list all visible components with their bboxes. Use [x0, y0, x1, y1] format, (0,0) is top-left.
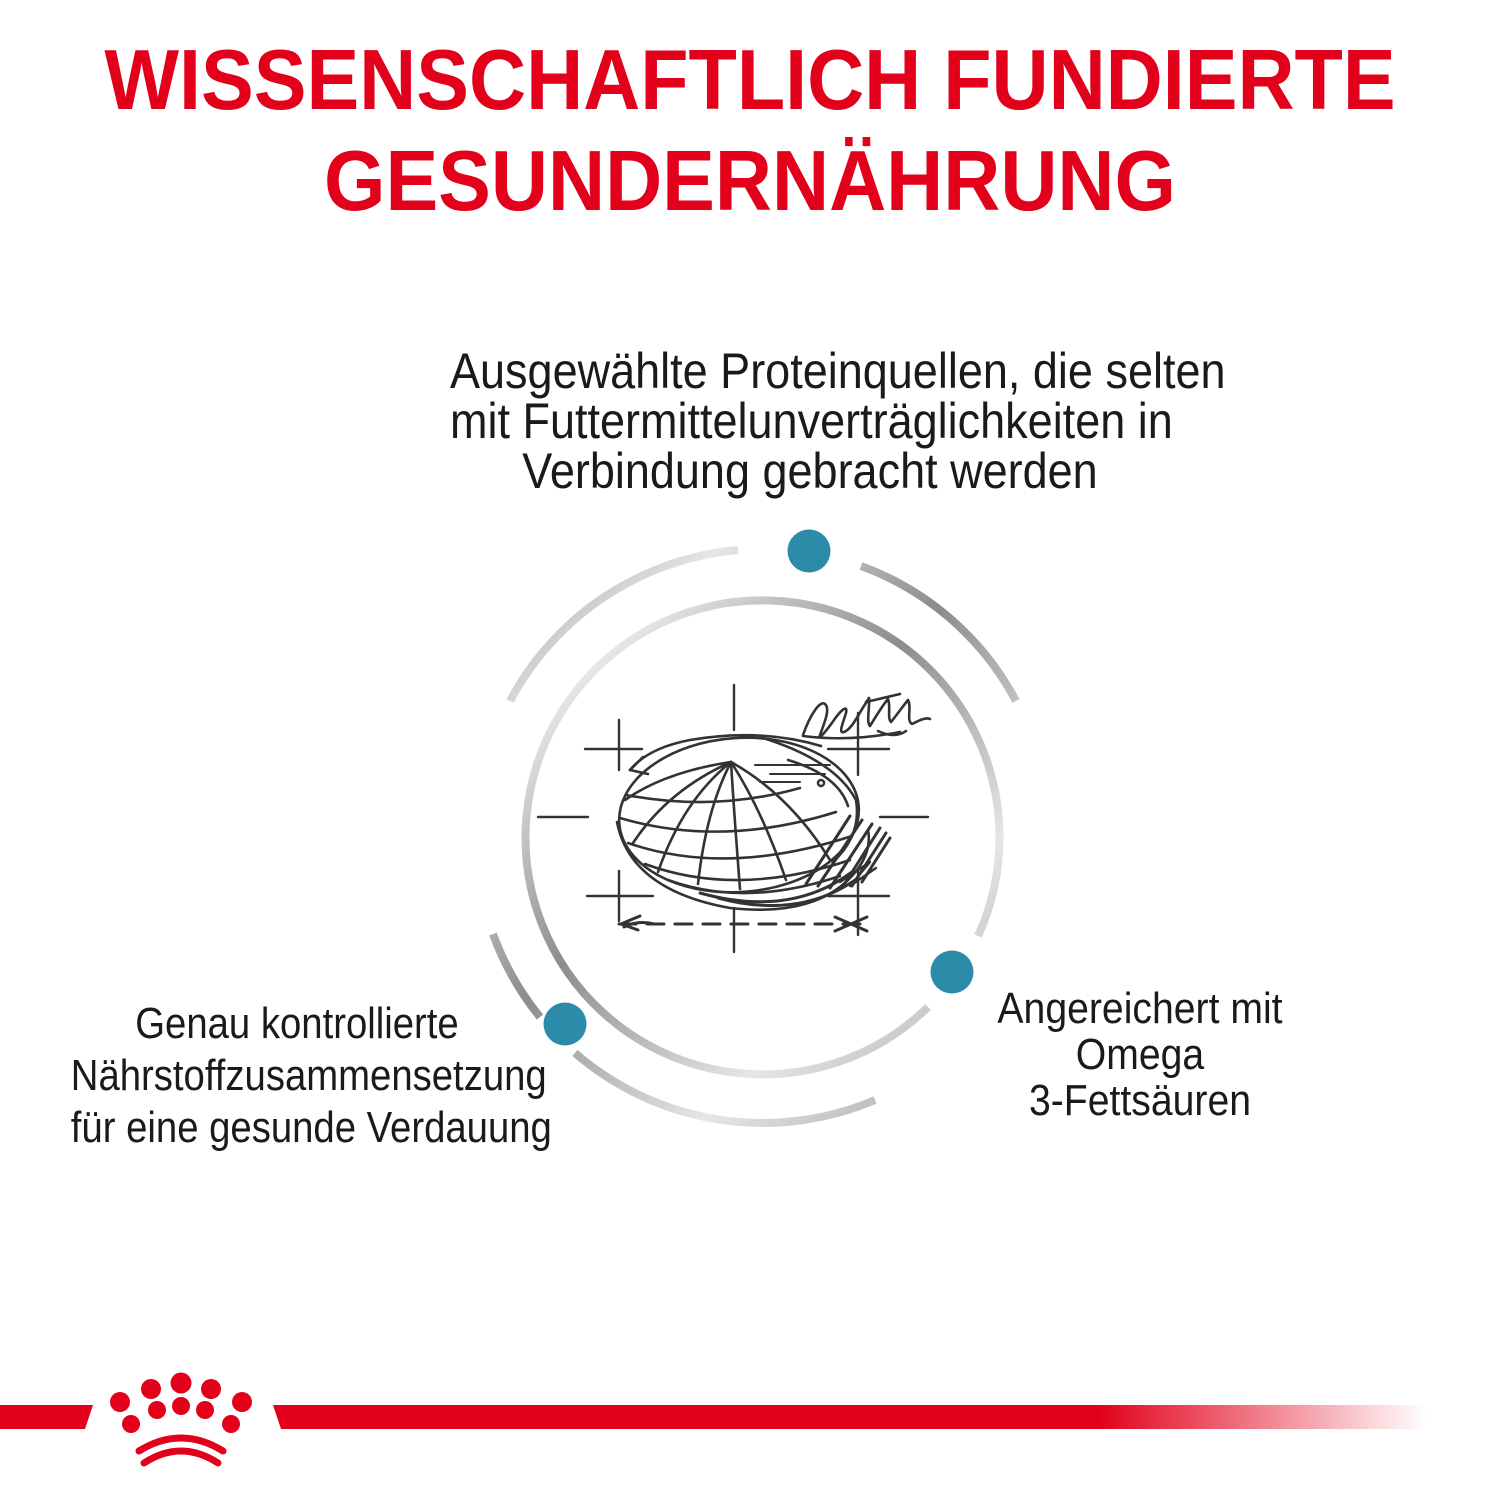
page-title-line-2: GESUNDERNÄHRUNG: [323, 134, 1177, 229]
annotation-left-line-3: für eine gesunde Verdauung: [70, 1103, 552, 1152]
kibble-technical-sketch: [536, 683, 932, 954]
annotation-right-line-2: Omega: [1075, 1030, 1205, 1079]
page-title-line-1: WISSENSCHAFTLICH FUNDIERTE: [104, 33, 1396, 128]
annotation-top: Ausgewählte Proteinquellen, die selten m…: [450, 343, 1226, 499]
page-title: WISSENSCHAFTLICH FUNDIERTE GESUNDERNÄHRU…: [53, 30, 1448, 232]
feature-marker-dot-left: [543, 1002, 587, 1046]
outer-arc-left: [489, 932, 544, 1020]
annotation-left-line-1: Genau kontrollierte: [135, 999, 459, 1048]
annotation-right-line-1: Angereichert mit: [997, 984, 1283, 1033]
outer-arc-top-left: [506, 546, 739, 703]
annotation-left: Genau kontrollierte Nährstoffzusammenset…: [70, 998, 552, 1154]
kibble-wireframe-parallels: [618, 786, 854, 895]
rotation-arrow-icon: [615, 733, 871, 912]
kibble-right-lobe: [754, 735, 859, 864]
feature-marker-dot-top: [787, 529, 831, 573]
shading-hatch-lines: [698, 814, 892, 907]
annotation-right: Angereichert mit Omega 3-Fettsäuren: [962, 986, 1318, 1124]
royal-canin-crown-icon: [110, 1372, 252, 1467]
annotation-left-line-2: Nährstoffzusammensetzung: [70, 1051, 547, 1100]
outer-arc-top-right: [859, 562, 1020, 703]
annotation-top-line-3: Verbindung gebracht werden: [522, 443, 1098, 499]
dimension-dashed-line: [617, 914, 869, 933]
inner-ring-arc: [521, 596, 1004, 1079]
registration-crosshairs: [536, 683, 930, 954]
annotation-top-line-2: mit Futtermittelunverträglichkeiten in: [450, 393, 1173, 449]
feature-markers: [543, 529, 974, 1046]
feature-marker-dot-right: [930, 950, 974, 994]
orbit-rings: [489, 546, 1020, 1127]
annotation-right-line-3: 3-Fettsäuren: [1028, 1076, 1252, 1125]
footer-brand-band: [0, 1372, 1450, 1467]
outer-arc-bottom: [572, 1049, 877, 1127]
brand-stripe-left: [0, 1405, 93, 1429]
annotation-top-line-1: Ausgewählte Proteinquellen, die selten: [450, 343, 1226, 399]
brand-stripe-right: [273, 1405, 1450, 1429]
signature-scribble: [801, 692, 932, 740]
kibble-wireframe-meridians: [623, 760, 832, 891]
